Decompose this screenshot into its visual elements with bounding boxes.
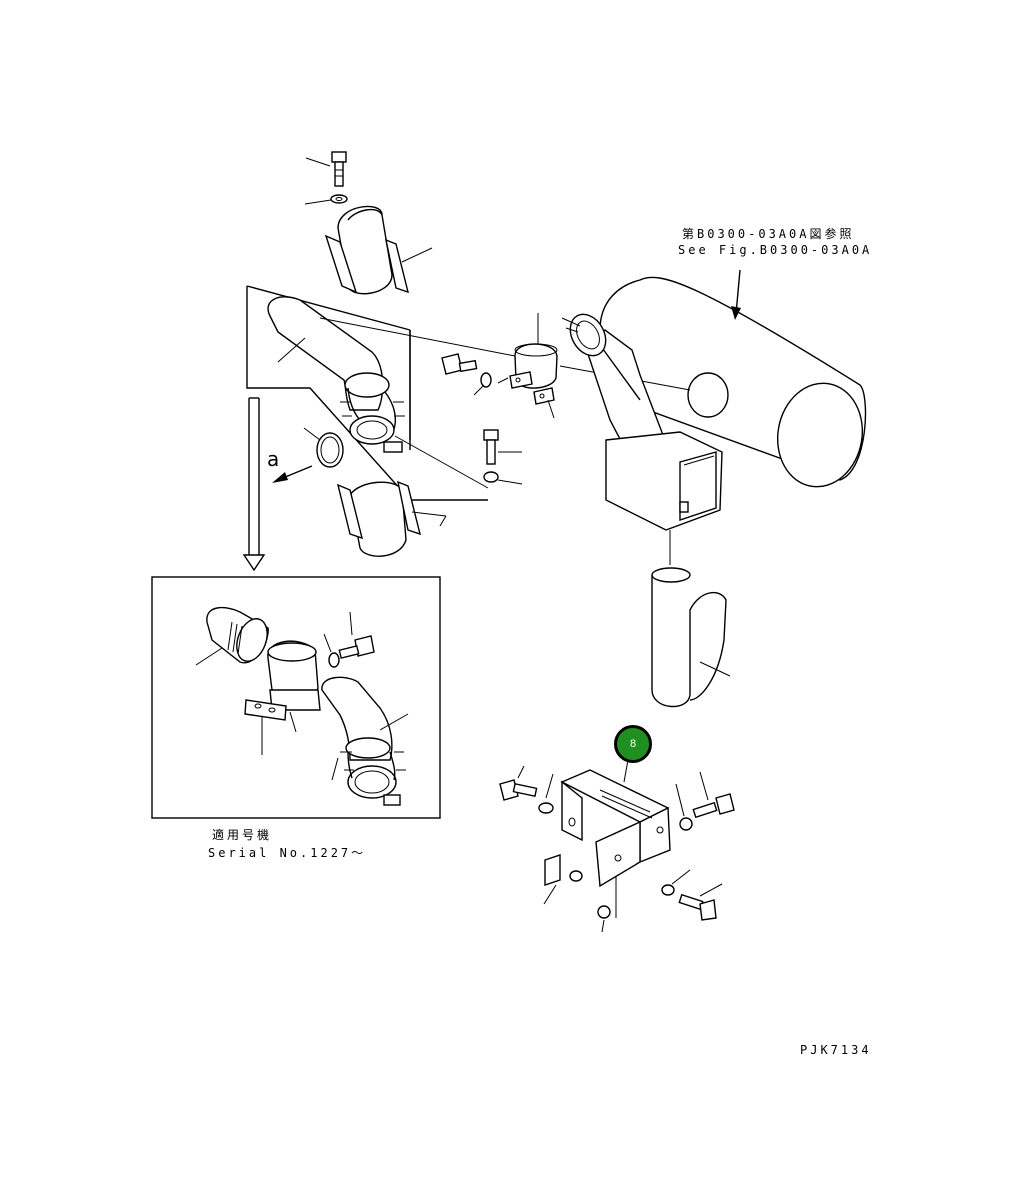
detail-frame-lower [151,576,441,819]
top-bolt [305,151,347,187]
top-washer [304,194,348,205]
muffler-base-box [605,431,723,565]
drawing-code: PJK7134 [800,1043,872,1057]
view-arrow-a [272,465,313,483]
upper-clamp-half [324,205,433,295]
middle-bolt [441,353,478,375]
tailpipe [651,567,731,708]
bracket-washers-lower [543,854,611,933]
middle-brackets [497,371,555,419]
serial-label-jp: 適用号機 [212,828,273,842]
detail-clamp-plate [244,699,297,755]
view-letter-a: a [267,447,280,471]
mounting-bracket [560,769,671,918]
callout-leader [623,759,629,783]
serial-label-en: Serial No.1227～ [208,846,367,860]
callout-badge-8[interactable]: 8 [614,725,652,763]
down-arrow [242,397,266,572]
gasket-ring [303,427,344,468]
middle-washer [473,372,492,396]
lower-clamp-half [336,480,447,557]
bracket-bolt-right [675,771,735,831]
reference-label-en: See Fig.B0300-03A0A [678,243,873,257]
detail-elbow [321,676,409,806]
muffler [559,269,867,488]
detail-inner-pipe [195,606,269,666]
right-bolt [483,429,523,485]
detail-sleeve [267,640,321,711]
detail-bolt [323,611,375,668]
elbow-pipe-upper [267,296,405,453]
bracket-bolt-left [499,765,538,801]
reference-label-jp: 第B0300-03A0A図参照 [682,227,855,241]
bracket-bolt-lower-right [661,869,723,921]
bracket-washer-left [538,773,554,814]
